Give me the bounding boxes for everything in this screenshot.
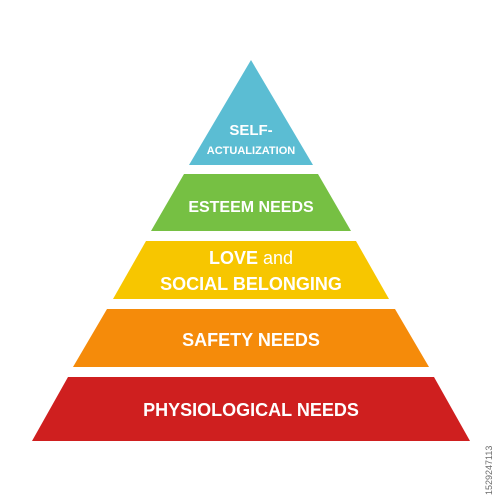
level-love xyxy=(113,241,389,299)
level-love-label-light: and xyxy=(263,248,293,268)
level-self-actualization-label-line1: SELF- xyxy=(229,122,272,139)
level-safety-label: SAFETY NEEDS xyxy=(182,330,320,350)
level-physiological xyxy=(32,377,470,441)
level-self-actualization xyxy=(189,60,313,165)
level-esteem xyxy=(151,174,351,231)
level-love-label-line2: SOCIAL BELONGING xyxy=(160,274,342,294)
level-physiological-label: PHYSIOLOGICAL NEEDS xyxy=(143,400,359,420)
stock-id-watermark: 1529247113 xyxy=(484,445,494,495)
level-safety xyxy=(73,309,429,367)
level-esteem-label: ESTEEM NEEDS xyxy=(188,199,314,216)
level-self-actualization-label-line2: ACTUALIZATION xyxy=(207,145,295,157)
level-love-label-bold: LOVE xyxy=(209,248,258,268)
